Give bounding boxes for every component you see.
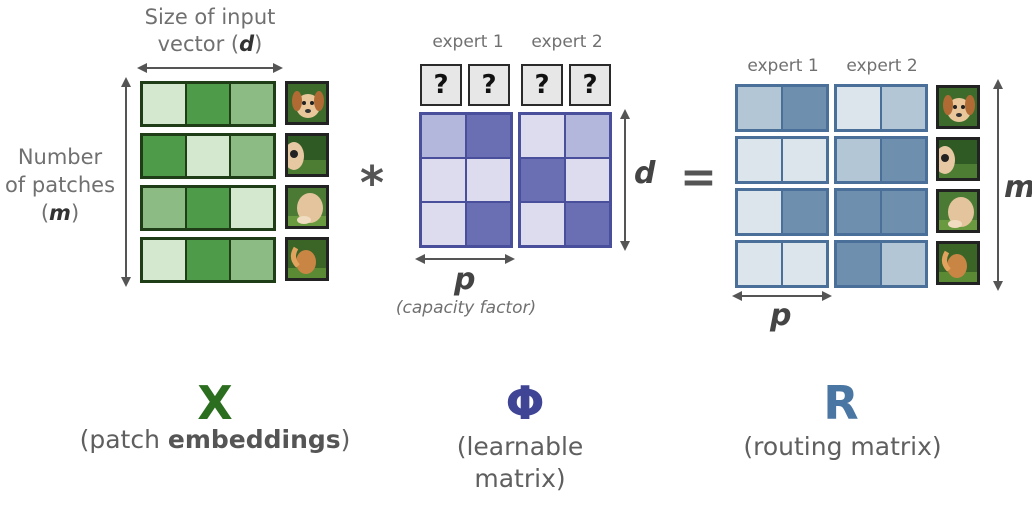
x-rows-label: Number of patches (m) (4, 143, 116, 227)
phi-capacity-label: (capacity factor) (395, 298, 537, 318)
patch-image-dog-tail (936, 241, 980, 285)
x-matrix-cell (143, 240, 185, 280)
r-matrix-cell (783, 87, 826, 129)
question-mark-icon: ? (569, 64, 611, 106)
r-matrix-cell (738, 139, 781, 181)
phi-matrix-cell (521, 159, 564, 201)
r-p-label: p (770, 298, 792, 333)
patch-image-dog-face (936, 85, 980, 129)
patch-image-dog-eye (285, 133, 329, 177)
r-matrix-cell (882, 191, 925, 233)
phi-caption-line1: (learnable (456, 432, 584, 461)
x-caption-bold: embeddings (167, 425, 341, 454)
x-size-label-line2: vector (d) (157, 32, 263, 56)
phi-letter: Φ (505, 376, 545, 430)
multiply-operator: * (360, 156, 385, 210)
phi-matrix-cell (566, 203, 609, 245)
x-size-label-line1: Size of input (144, 5, 276, 29)
patch-image-dog-tail (285, 237, 329, 281)
x-caption: (patch embeddings) (79, 425, 351, 454)
phi-matrix-cell (521, 203, 564, 245)
r-matrix-cell (837, 87, 880, 129)
x-rows-label-line1: Number (17, 145, 103, 169)
x-matrix-cell (231, 240, 273, 280)
r-matrix-cell (837, 243, 880, 285)
x-rows-label-line2: of patches (4, 173, 116, 197)
question-mark-icon: ? (521, 64, 563, 106)
patch-image-dog-body (936, 189, 980, 233)
question-mark-icon: ? (468, 64, 510, 106)
equals-operator: = (680, 152, 717, 203)
r-m-label: m (1004, 170, 1032, 205)
r-matrix-cell (882, 243, 925, 285)
x-matrix-cell (187, 240, 229, 280)
x-matrix-cell (143, 84, 185, 124)
r-matrix-cell (783, 191, 826, 233)
r-matrix-cell (738, 87, 781, 129)
patch-image-dog-eye (936, 137, 980, 181)
phi-expert1-label: expert 1 (432, 32, 504, 52)
r-matrix-cell (837, 191, 880, 233)
r-matrix-cell (882, 87, 925, 129)
phi-matrix-cell (467, 203, 510, 245)
x-matrix-cell (143, 136, 185, 176)
x-matrix-cell (231, 188, 273, 228)
phi-p-label: p (454, 262, 476, 297)
phi-expert2-label: expert 2 (531, 32, 603, 52)
x-matrix-cell (231, 136, 273, 176)
x-rows-label-line3: (m) (40, 201, 80, 225)
x-matrix-cell (187, 188, 229, 228)
phi-matrix-cell (566, 159, 609, 201)
r-matrix-cell (837, 139, 880, 181)
x-rows-var: m (49, 201, 71, 225)
r-letter: R (823, 376, 859, 430)
r-matrix-cell (738, 243, 781, 285)
r-matrix-cell (738, 191, 781, 233)
x-size-var: d (239, 32, 255, 56)
phi-matrix-cell (422, 115, 465, 157)
x-matrix-cell (143, 188, 185, 228)
patch-image-dog-face (285, 81, 329, 125)
phi-matrix-cell (467, 115, 510, 157)
r-matrix-cell (783, 243, 826, 285)
r-matrix-cell (783, 139, 826, 181)
patch-image-dog-body (285, 185, 329, 229)
x-matrix-cell (187, 84, 229, 124)
x-letter: X (197, 376, 233, 430)
x-size-label: Size of input vector (d) (110, 4, 310, 58)
phi-matrix-cell (467, 159, 510, 201)
x-matrix-cell (187, 136, 229, 176)
phi-matrix-cell (422, 159, 465, 201)
r-caption: (routing matrix) (743, 432, 942, 461)
question-mark-icon: ? (420, 64, 462, 106)
phi-matrix-cell (566, 115, 609, 157)
x-matrix-cell (231, 84, 273, 124)
r-expert2-label: expert 2 (846, 56, 918, 76)
phi-caption: (learnable matrix) (420, 431, 620, 495)
phi-matrix-cell (422, 203, 465, 245)
r-matrix-cell (882, 139, 925, 181)
phi-matrix-cell (521, 115, 564, 157)
r-expert1-label: expert 1 (747, 56, 819, 76)
phi-d-label: d (634, 156, 656, 191)
phi-caption-line2: matrix) (474, 464, 566, 493)
